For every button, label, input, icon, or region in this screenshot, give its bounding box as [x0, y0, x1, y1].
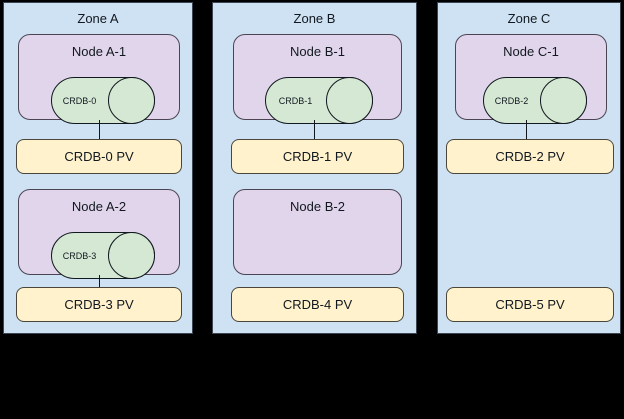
pv-crdb-3-label: CRDB-3 PV — [64, 296, 134, 312]
node-c-1: Node C-1 CRDB-2 — [455, 34, 607, 124]
connector-c-1 — [526, 120, 527, 141]
pv-crdb-1-label: CRDB-1 PV — [282, 148, 353, 164]
pv-crdb-1: CRDB-1 PV — [231, 139, 404, 174]
pod-crdb-2: CRDB-2 — [483, 77, 587, 124]
node-c-1-title: Node C-1 — [503, 44, 559, 59]
node-a-1: Node A-1 CRDB-0 — [18, 34, 180, 124]
node-b-1: Node B-1 CRDB-1 — [233, 34, 402, 124]
pv-crdb-3: CRDB-3 PV — [16, 287, 182, 322]
node-a-1-title: Node A-1 — [71, 44, 127, 59]
zone-a-title: Zone A — [77, 11, 119, 26]
connector-a-1 — [99, 120, 100, 141]
node-b-1-title: Node B-1 — [290, 44, 345, 59]
zone-c: Zone C Node C-1 CRDB-2 CRDB-2 PV CRDB-5 … — [437, 2, 621, 334]
pv-crdb-5: CRDB-5 PV — [446, 287, 614, 322]
pv-crdb-4: CRDB-4 PV — [231, 287, 404, 322]
node-b-2: Node B-2 — [233, 189, 402, 275]
pv-crdb-0: CRDB-0 PV — [16, 139, 182, 174]
zone-b: Zone B Node B-1 CRDB-1 CRDB-1 PV Node B-… — [212, 2, 417, 334]
pod-crdb-1: CRDB-1 — [265, 77, 373, 124]
pv-crdb-4-label: CRDB-4 PV — [282, 296, 353, 312]
pv-crdb-0-label: CRDB-0 PV — [64, 148, 134, 164]
connector-b-1 — [314, 120, 315, 141]
pv-crdb-2-label: CRDB-2 PV — [495, 148, 565, 164]
connector-a-2 — [99, 275, 100, 296]
node-a-2: Node A-2 CRDB-3 — [18, 189, 180, 279]
zone-b-title: Zone B — [293, 11, 336, 26]
node-b-2-title: Node B-2 — [290, 199, 345, 214]
zone-a: Zone A Node A-1 CRDB-0 CRDB-0 PV Node A-… — [3, 2, 193, 334]
pv-crdb-5-label: CRDB-5 PV — [495, 296, 565, 312]
pod-crdb-3: CRDB-3 — [51, 232, 155, 279]
pod-crdb-0: CRDB-0 — [51, 77, 155, 124]
node-a-2-title: Node A-2 — [71, 199, 127, 214]
pv-crdb-2: CRDB-2 PV — [446, 139, 614, 174]
zone-c-title: Zone C — [507, 11, 551, 26]
